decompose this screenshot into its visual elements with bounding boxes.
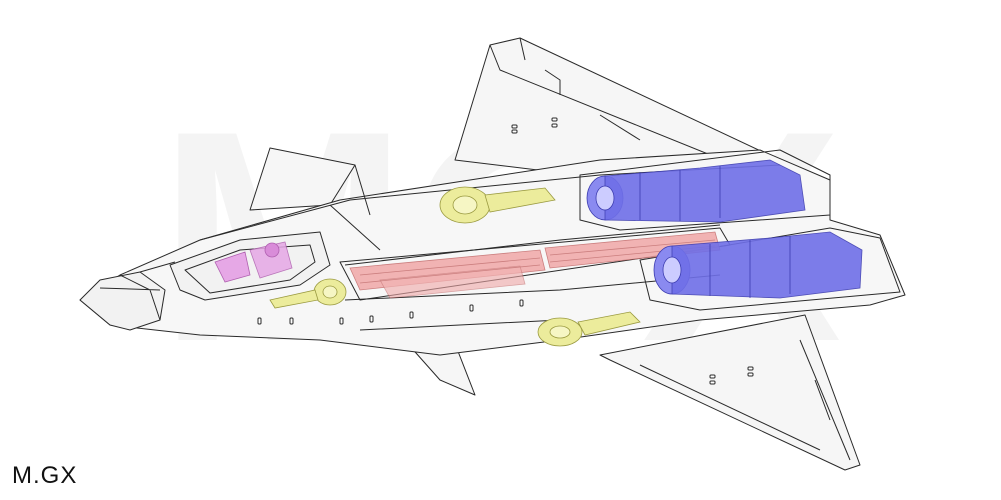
canopy-inner (184, 244, 316, 294)
landing-gear-upper (439, 186, 556, 224)
pilot-seat (214, 241, 293, 283)
nose-section (79, 271, 166, 331)
fastener-details (257, 117, 754, 385)
landing-gear-lower (537, 311, 641, 347)
upper-nacelle (579, 149, 831, 231)
weapons-bay (349, 231, 721, 299)
engine-lower (653, 231, 863, 299)
lower-wing (599, 314, 861, 471)
landing-gear-nose (269, 278, 347, 309)
mgx-logo-icon: M.GX (12, 462, 78, 489)
nose-lines (99, 261, 176, 321)
lower-wing-edge (639, 339, 851, 461)
upper-wing-edge (489, 37, 761, 176)
canopy-frame (169, 231, 331, 301)
engine-upper (586, 159, 806, 223)
spine-lines (199, 164, 781, 331)
lower-nacelle (639, 227, 901, 311)
